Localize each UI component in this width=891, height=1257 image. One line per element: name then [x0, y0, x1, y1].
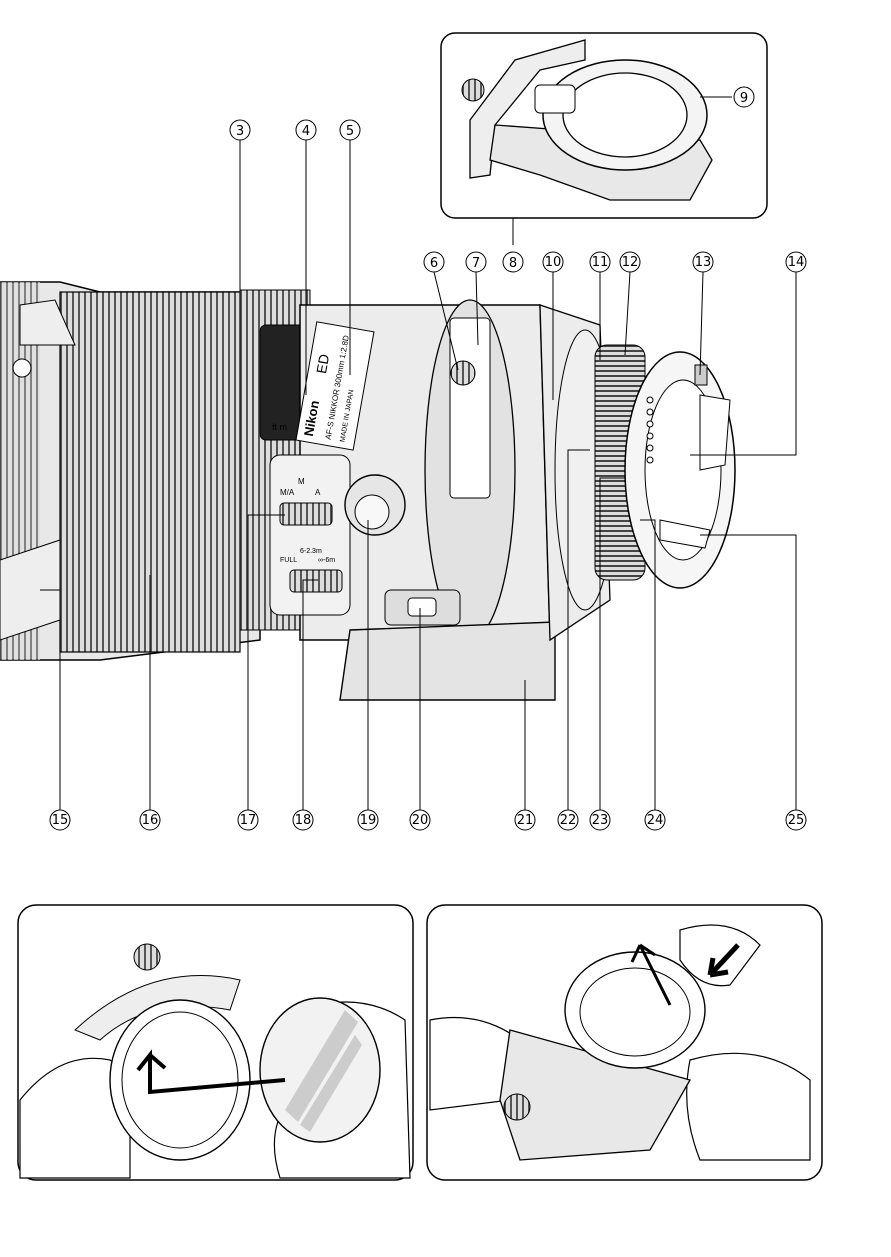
strap-eyelet: [408, 598, 436, 616]
svg-text:3: 3: [236, 124, 244, 139]
svg-text:M: M: [298, 477, 305, 486]
callout-15: 15: [50, 810, 70, 830]
callout-21: 21: [515, 810, 535, 830]
svg-text:FULL: FULL: [280, 557, 297, 564]
svg-text:12: 12: [622, 255, 639, 270]
svg-text:20: 20: [412, 813, 429, 828]
svg-text:∞-6m: ∞-6m: [318, 557, 335, 564]
callout-5: 5: [340, 120, 360, 140]
callout-7: 7: [466, 252, 486, 272]
callout-23: 23: [590, 810, 610, 830]
svg-text:9: 9: [740, 91, 748, 106]
svg-text:21: 21: [517, 813, 534, 828]
callout-4: 4: [296, 120, 316, 140]
filter-holder-inset: 9: [441, 33, 767, 218]
callout-8: 8: [503, 252, 523, 272]
aperture-lever: [695, 365, 707, 385]
callout-25: 25: [786, 810, 806, 830]
svg-text:24: 24: [647, 813, 664, 828]
svg-text:A: A: [315, 488, 321, 497]
tripod-collar-groove: [450, 318, 490, 498]
callout-14: 14: [786, 252, 806, 272]
svg-text:23: 23: [592, 813, 609, 828]
svg-text:10: 10: [545, 255, 562, 270]
filter-insert-panel: [18, 905, 413, 1180]
svg-text:11: 11: [592, 255, 609, 270]
svg-text:17: 17: [240, 813, 257, 828]
callout-22: 22: [558, 810, 578, 830]
panel-holder-knob: [134, 944, 160, 970]
svg-text:4: 4: [302, 124, 310, 139]
svg-text:ft m: ft m: [272, 422, 287, 432]
focus-mode-switch: [280, 503, 332, 525]
holder-knob: [462, 79, 484, 101]
callout-3: 3: [230, 120, 250, 140]
callout-12: 12: [620, 252, 640, 272]
callout-20: 20: [410, 810, 430, 830]
svg-text:6: 6: [430, 256, 438, 271]
focus-limit-switch: [290, 570, 342, 592]
callout-13: 13: [693, 252, 713, 272]
filter-holder-knob: [451, 361, 475, 385]
callout-11: 11: [590, 252, 610, 272]
callout-18: 18: [293, 810, 313, 830]
svg-text:7: 7: [472, 256, 480, 271]
svg-text:22: 22: [560, 813, 577, 828]
svg-text:13: 13: [695, 255, 712, 270]
svg-text:8: 8: [509, 256, 517, 271]
svg-text:15: 15: [52, 813, 69, 828]
panel-holder-knob-right: [504, 1094, 530, 1120]
callout-17: 17: [238, 810, 258, 830]
svg-text:5: 5: [346, 124, 354, 139]
svg-text:14: 14: [788, 255, 805, 270]
callout-10: 10: [543, 252, 563, 272]
svg-text:6-2.3m: 6-2.3m: [300, 548, 322, 555]
svg-text:16: 16: [142, 813, 159, 828]
svg-text:ED: ED: [313, 353, 332, 375]
svg-text:25: 25: [788, 813, 805, 828]
filter-remove-panel: [427, 905, 822, 1180]
callout-16: 16: [140, 810, 160, 830]
callout-24: 24: [645, 810, 665, 830]
svg-text:19: 19: [360, 813, 377, 828]
callout-19: 19: [358, 810, 378, 830]
callout-6: 6: [424, 252, 444, 272]
tripod-foot: [340, 622, 555, 700]
callout-9: 9: [734, 87, 754, 107]
svg-text:18: 18: [295, 813, 312, 828]
svg-text:M/A: M/A: [280, 488, 295, 497]
